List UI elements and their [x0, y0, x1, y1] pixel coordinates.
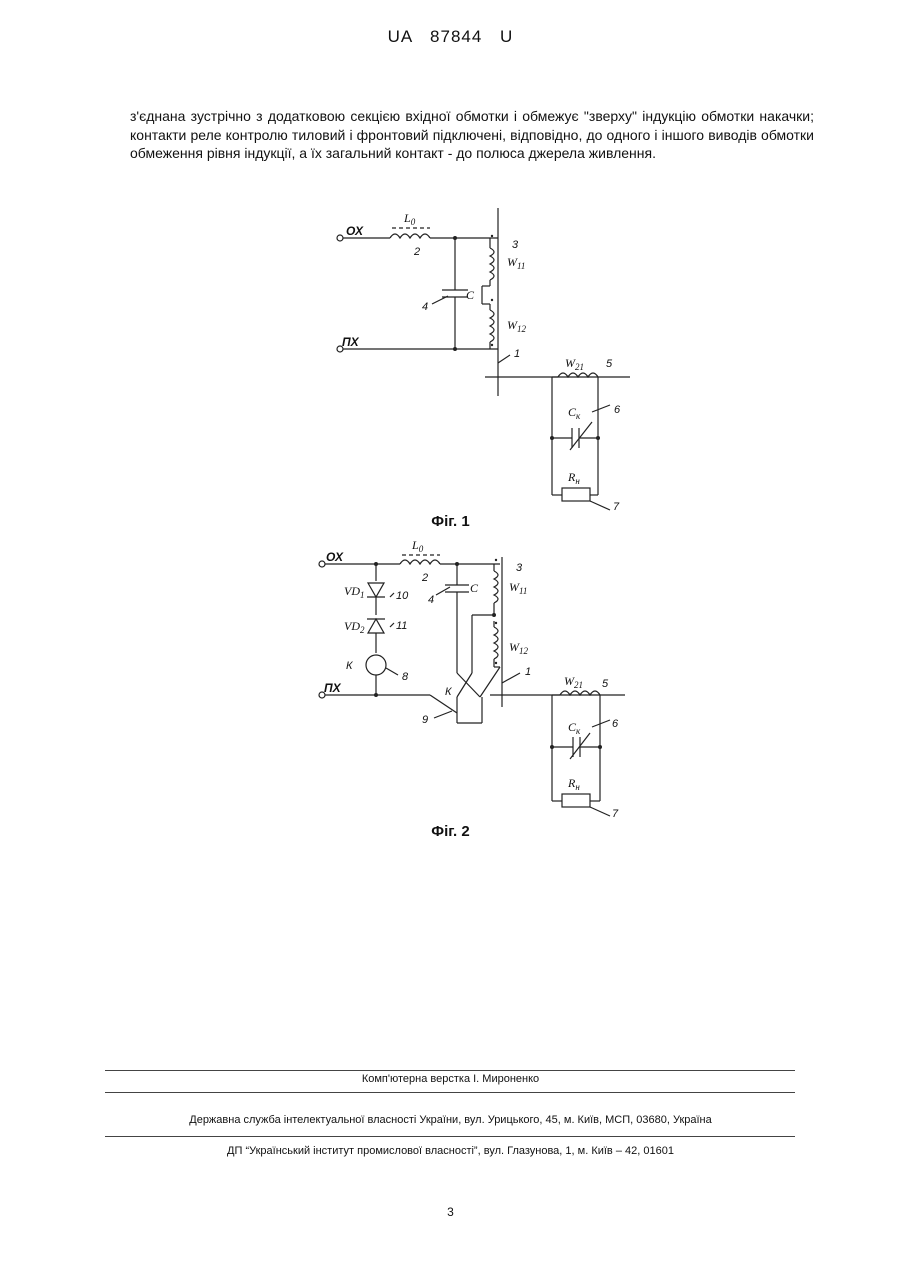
body-paragraph: з'єднана зустрічно з додатковою секцією …	[130, 107, 814, 163]
fig1-label-1: 1	[514, 348, 520, 360]
fig2-label-6: 6	[612, 718, 619, 730]
fig2-label-w12: W12	[509, 640, 529, 656]
fig2-label-10: 10	[396, 590, 409, 602]
figure-2-caption: Фіг. 2	[0, 823, 901, 840]
fig2-label-k: К	[346, 660, 353, 672]
fig2-label-ox: ОХ	[326, 550, 344, 564]
fig1-label-6: 6	[614, 404, 621, 416]
fig1-label-5: 5	[606, 358, 613, 370]
fig2-label-px: ПХ	[324, 681, 342, 695]
fig2-label-5: 5	[602, 678, 609, 690]
footer-agency-address: Державна служба інтелектуальної власност…	[0, 1114, 901, 1126]
fig2-label-w11: W11	[509, 580, 527, 596]
fig2-label-c: C	[470, 581, 479, 595]
fig1-label-ck: Cк	[568, 405, 581, 421]
fig1-label-px: ПХ	[342, 335, 360, 349]
fig2-label-vd1: VD1	[344, 584, 365, 600]
fig2-label-2: 2	[421, 572, 428, 584]
fig1-label-l0: L0	[403, 211, 416, 227]
fig2-label-w21: W21	[564, 674, 583, 690]
footer-divider	[105, 1092, 795, 1093]
figure-2-circuit-diagram: ОХ ПХ L0 2 3 W11 C 4 VD1 10 VD2 11 К 8 К…	[312, 535, 637, 825]
document-header-title: UA 87844 U	[0, 27, 901, 47]
fig2-label-7: 7	[612, 808, 619, 820]
fig1-label-3: 3	[512, 239, 519, 251]
fig1-label-w11: W11	[507, 255, 525, 271]
footer-layout-credit: Комп'ютерна верстка І. Мироненко	[0, 1073, 901, 1085]
fig2-label-vd2: VD2	[344, 619, 365, 635]
fig2-label-4: 4	[428, 594, 434, 606]
fig2-label-3: 3	[516, 562, 523, 574]
fig1-label-2: 2	[413, 246, 420, 258]
fig1-label-w12: W12	[507, 318, 527, 334]
fig1-label-ox: ОХ	[346, 224, 364, 238]
fig2-label-11: 11	[396, 620, 407, 632]
footer-divider	[105, 1136, 795, 1137]
fig2-label-ck: Cк	[568, 720, 581, 736]
fig1-label-c: C	[466, 288, 475, 302]
footer-divider	[105, 1070, 795, 1071]
fig2-label-1: 1	[525, 666, 531, 678]
figure-1-caption: Фіг. 1	[0, 513, 901, 530]
fig1-label-w21: W21	[565, 356, 584, 372]
fig2-label-l0: L0	[411, 538, 424, 554]
fig2-label-rn: Rн	[567, 776, 580, 792]
figure-1-circuit-diagram: ОХ ПХ L0 2 3 W11 C 4 W12 1 W21 5 Cк 6 Rн…	[330, 200, 640, 515]
fig1-label-7: 7	[613, 501, 620, 513]
fig1-label-rn: Rн	[567, 470, 580, 486]
fig2-label-k2: К	[445, 686, 452, 698]
fig1-label-4: 4	[422, 301, 428, 313]
footer-institute-address: ДП “Український інститут промислової вла…	[0, 1145, 901, 1157]
fig2-label-9: 9	[422, 714, 428, 726]
fig2-label-8: 8	[402, 671, 409, 683]
page-number: 3	[0, 1205, 901, 1219]
